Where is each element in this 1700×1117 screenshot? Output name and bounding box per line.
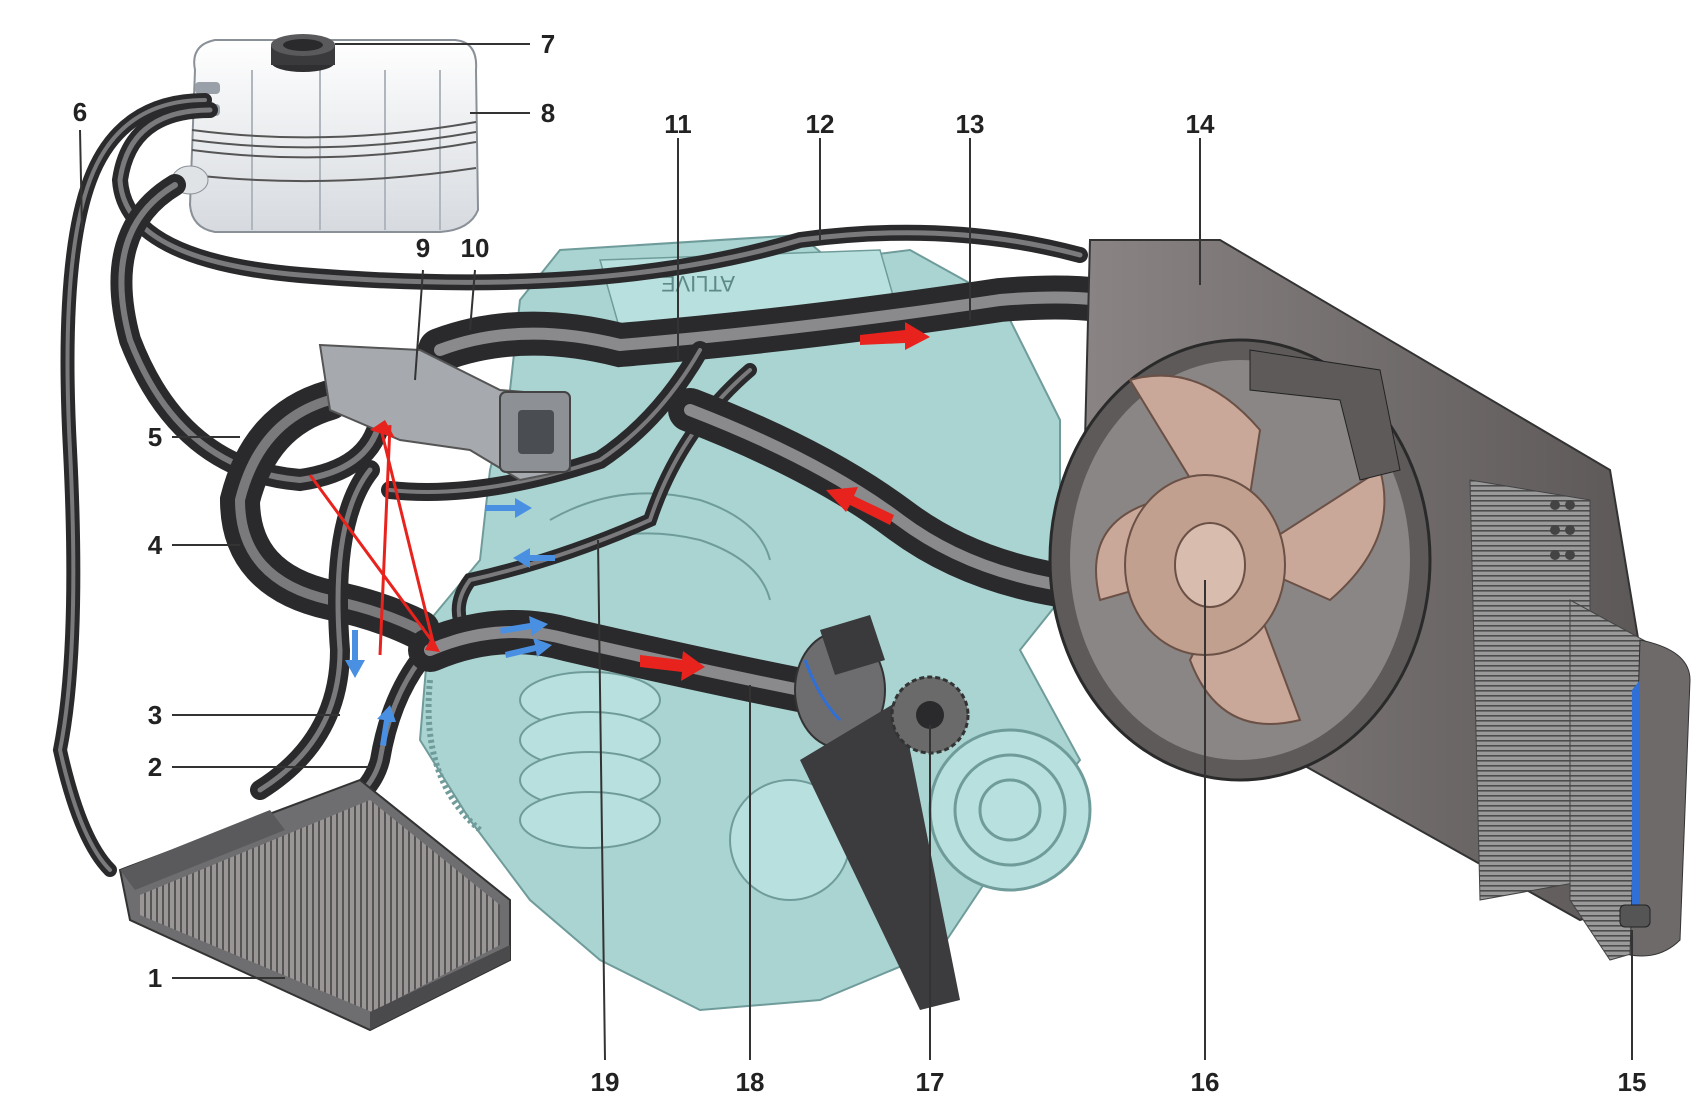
cold-flow-arrow [500,616,548,636]
heater-core-icon [118,778,511,1032]
flow-arrows [308,322,930,746]
callout-10: 10 [460,233,490,263]
callout-2: 2 [147,752,163,782]
fan-icon [1048,338,1432,782]
cold-flow-arrow [345,630,365,678]
callout-4: 4 [147,530,163,560]
callout-9: 9 [415,233,431,263]
leader-lines [79,43,1633,1061]
callout-5: 5 [147,422,163,452]
callout-3: 3 [147,700,163,730]
callout-18: 18 [735,1067,765,1097]
callout-13: 13 [955,109,985,139]
callout-14: 14 [1185,109,1215,139]
cold-flow-arrow [513,548,555,568]
cold-flow-arrow [485,498,532,518]
hot-flow-arrow [640,651,705,681]
callout-1: 1 [147,963,163,993]
hoses [52,93,1122,877]
hot-flow-arrow [826,487,894,525]
callout-17: 17 [915,1067,945,1097]
callout-19: 19 [590,1067,620,1097]
callout-6: 6 [72,97,88,127]
cold-flow-arrow [505,638,552,658]
water-pump-icon [794,615,970,1010]
callout-8: 8 [540,98,556,128]
callout-7: 7 [540,29,556,59]
hot-flow-arrow [860,322,930,350]
expansion-tank-icon [171,34,480,233]
callout-16: 16 [1190,1067,1220,1097]
cold-flow-arrow [377,705,396,746]
callout-15: 15 [1617,1067,1647,1097]
callout-12: 12 [805,109,835,139]
thermostat-icon [318,343,572,482]
callout-11: 11 [664,109,692,139]
engine-block: ATLIVE [418,233,1092,1012]
tank-cap-icon [271,34,335,72]
